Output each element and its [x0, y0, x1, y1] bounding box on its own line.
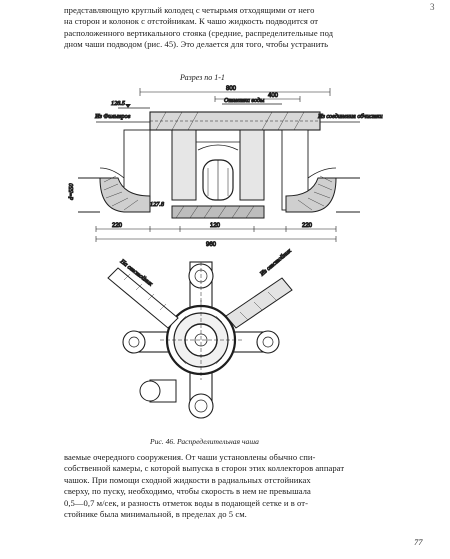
text-line: чашок. При помощи сходной жидкости в рад… — [64, 474, 311, 485]
page-number: 77 — [414, 537, 423, 547]
section-label: Разрез по 1-1 — [180, 73, 225, 82]
text-line: дном чаши подводом (рис. 45). Это делает… — [64, 39, 329, 50]
level-left: Из Фильтров — [94, 113, 131, 120]
text-line: на сторон и колонок с отстойникам. К чаш… — [64, 16, 319, 27]
dim-upper: 400 — [268, 93, 279, 99]
plan-view: На отстойник Из отстойник — [107, 247, 293, 419]
text-line: ваемые очередного сооружения. От чаши ус… — [64, 452, 316, 462]
level-right: Из соединения обчистки — [317, 113, 383, 120]
dim-bottom-3: 220 — [302, 223, 313, 229]
text-line: сверху, по пуску, необходимо, чтобы скор… — [64, 486, 311, 497]
corner-mark: 3 — [430, 2, 435, 12]
text-line: представляющую круглый колодец с четырьм… — [64, 5, 315, 15]
section-view: 800 400 128.5 Отметка воды Из Фильтров И… — [68, 86, 384, 249]
figure-caption: Рис. 46. Распределительная чаша — [150, 437, 259, 446]
top-paragraph: представляющую круглый колодец с четырьм… — [64, 5, 364, 51]
elevation-left: 128.5 — [111, 100, 125, 107]
dim-top: 800 — [226, 86, 237, 92]
text-line: собственной камеры, с которой выпуска в … — [64, 463, 345, 474]
text-line: расположенного вертикального стояка (сре… — [64, 27, 334, 38]
dim-bottom-1: 220 — [112, 223, 123, 229]
dim-bottom-2: 120 — [210, 223, 221, 229]
text-line: стойнике была минимальной, в пределах до… — [64, 509, 247, 520]
elevation-mid-left: 127.8 — [150, 201, 165, 208]
pipe-label: d=550 — [68, 183, 75, 200]
text-line: 0,5—0,7 м/сек, и разность отметок воды в… — [64, 497, 309, 508]
elevation-top-right: Отметка воды — [224, 97, 264, 104]
bottom-paragraph: ваемые очередного сооружения. От чаши ус… — [64, 452, 364, 520]
plan-arm-ur: Из отстойник — [258, 247, 293, 278]
dim-bottom-total: 960 — [206, 242, 217, 248]
